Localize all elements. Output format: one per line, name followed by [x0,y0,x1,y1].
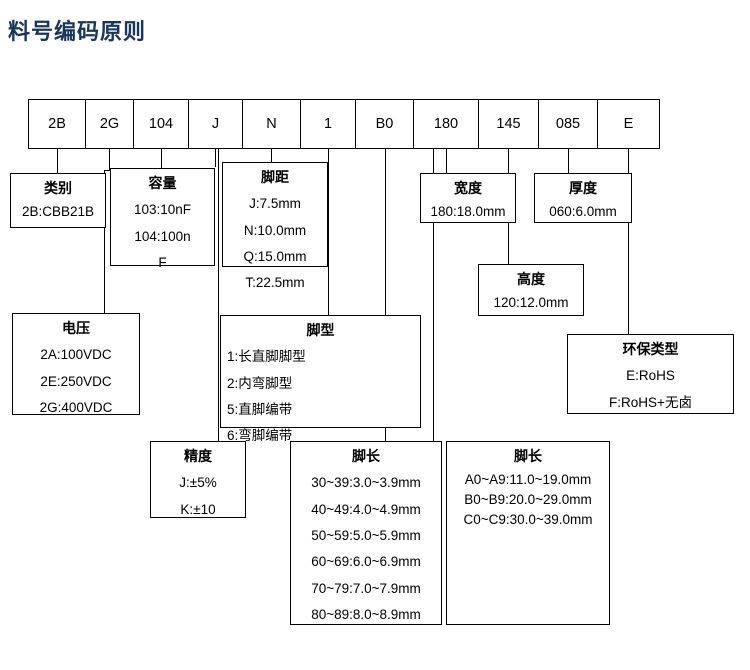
legend-line: 50~59:5.0~5.9mm [311,528,421,544]
legend-box-width: 宽度 180:18.0mm [420,173,516,223]
code-cell-tolerance[interactable]: J [188,99,243,149]
legend-header-eco-type: 环保类型 [622,341,679,357]
connector-pin-length-numeric [385,149,386,441]
code-cell-width[interactable]: 180 [413,99,479,149]
legend-line: C0~C9:30.0~39.0mm [463,511,593,527]
legend-line: B0~B9:20.0~29.0mm [464,491,592,507]
code-cell-voltage[interactable]: 2G [85,99,134,149]
connector-category [57,149,58,173]
legend-line: 104:100n [134,228,191,244]
connector-voltage-elbow [104,170,110,171]
code-cell-thickness[interactable]: 085 [538,99,598,149]
legend-box-tolerance: 精度 J:±5% K:±10 [150,441,246,518]
legend-header-thickness: 厚度 [569,180,597,196]
code-cell-capacitance[interactable]: 104 [133,99,189,149]
legend-header-pin-type: 脚型 [306,322,335,338]
legend-line: J:±5% [179,475,217,491]
legend-header-height: 高度 [517,271,545,287]
legend-header-category: 类别 [44,180,72,196]
legend-line: 30~39:3.0~3.9mm [311,475,421,491]
legend-box-capacitance: 容量 103:10nF 104:100n F [110,168,215,270]
legend-header-voltage: 电压 [62,320,90,336]
connector-tolerance [215,149,216,167]
legend-line: J:7.5mm [249,196,301,212]
code-cell-pin-length-a[interactable]: B0 [355,99,414,149]
connector-voltage-drop [104,170,105,313]
code-cell-height[interactable]: 145 [478,99,539,149]
legend-box-category: 类别 2B:CBB21B [10,173,106,228]
connector-eco-type [628,149,629,334]
legend-line: E:RoHS [626,368,675,384]
legend-line: T:22.5mm [245,275,305,291]
legend-header-pin-pitch: 脚距 [261,169,289,185]
code-cell-eco-type[interactable]: E [597,99,660,149]
page-title: 料号编码原则 [8,19,147,44]
code-cell-category[interactable]: 2B [28,99,86,149]
legend-line: 2:内弯脚型 [227,375,293,391]
connector-pin-type [328,149,329,315]
legend-line: A0~A9:11.0~19.0mm [464,472,592,488]
legend-line: 2A:100VDC [40,347,112,363]
legend-line: 40~49:4.0~4.9mm [311,501,421,517]
legend-line: 6:弯脚编带 [227,428,293,444]
legend-line: 1:长直脚脚型 [227,349,306,365]
legend-line: 70~79:7.0~7.9mm [311,580,421,596]
legend-line: F [158,255,167,271]
legend-box-pin-length-numeric: 脚长 30~39:3.0~3.9mm 40~49:4.0~4.9mm 50~59… [290,441,442,625]
connector-capacitance [161,149,162,173]
legend-box-pin-length-alpha: 脚长 A0~A9:11.0~19.0mm B0~B9:20.0~29.0mm C… [446,441,610,625]
legend-line: N:10.0mm [243,222,307,238]
code-cell-pin-type[interactable]: 1 [300,99,356,149]
legend-line: 103:10nF [133,202,192,218]
connector-pin-pitch [271,149,272,173]
legend-line: 120:12.0mm [493,295,569,311]
legend-box-height: 高度 120:12.0mm [478,264,584,316]
legend-line: 5:直脚编带 [227,402,293,418]
connector-voltage [109,149,110,170]
legend-box-thickness: 厚度 060:6.0mm [534,173,632,223]
legend-line: Q:15.0mm [243,249,307,265]
legend-line: 180:18.0mm [430,204,506,220]
legend-line: 2B:CBB21B [21,204,95,220]
connector-thickness [568,149,569,173]
connector-pin-length-alpha [433,149,434,441]
legend-line: 060:6.0mm [549,204,617,220]
code-cell-pin-pitch[interactable]: N [242,99,301,149]
legend-line: F:RoHS+无卤 [609,394,692,410]
legend-header-capacitance: 容量 [148,175,177,191]
legend-box-pin-type: 脚型 1:长直脚脚型 2:内弯脚型 5:直脚编带 6:弯脚编带 [220,315,421,443]
connector-width [446,149,447,173]
legend-box-pin-pitch: 脚距 J:7.5mm N:10.0mm Q:15.0mm T:22.5mm [222,162,328,290]
legend-line: 60~69:6.0~6.9mm [311,554,421,570]
legend-header-pin-length-numeric: 脚长 [352,448,380,464]
legend-line: K:±10 [180,501,216,517]
legend-header-width: 宽度 [454,180,482,196]
legend-line: 2G:400VDC [39,400,113,416]
legend-line: 80~89:8.0~8.9mm [311,606,421,622]
legend-header-tolerance: 精度 [184,448,212,464]
legend-line: 2E:250VDC [40,373,112,389]
legend-header-pin-length-alpha: 脚长 [514,448,542,464]
connector-tolerance-drop [218,149,219,441]
legend-box-voltage: 电压 2A:100VDC 2E:250VDC 2G:400VDC [12,313,140,415]
legend-box-eco-type: 环保类型 E:RoHS F:RoHS+无卤 [567,334,734,414]
